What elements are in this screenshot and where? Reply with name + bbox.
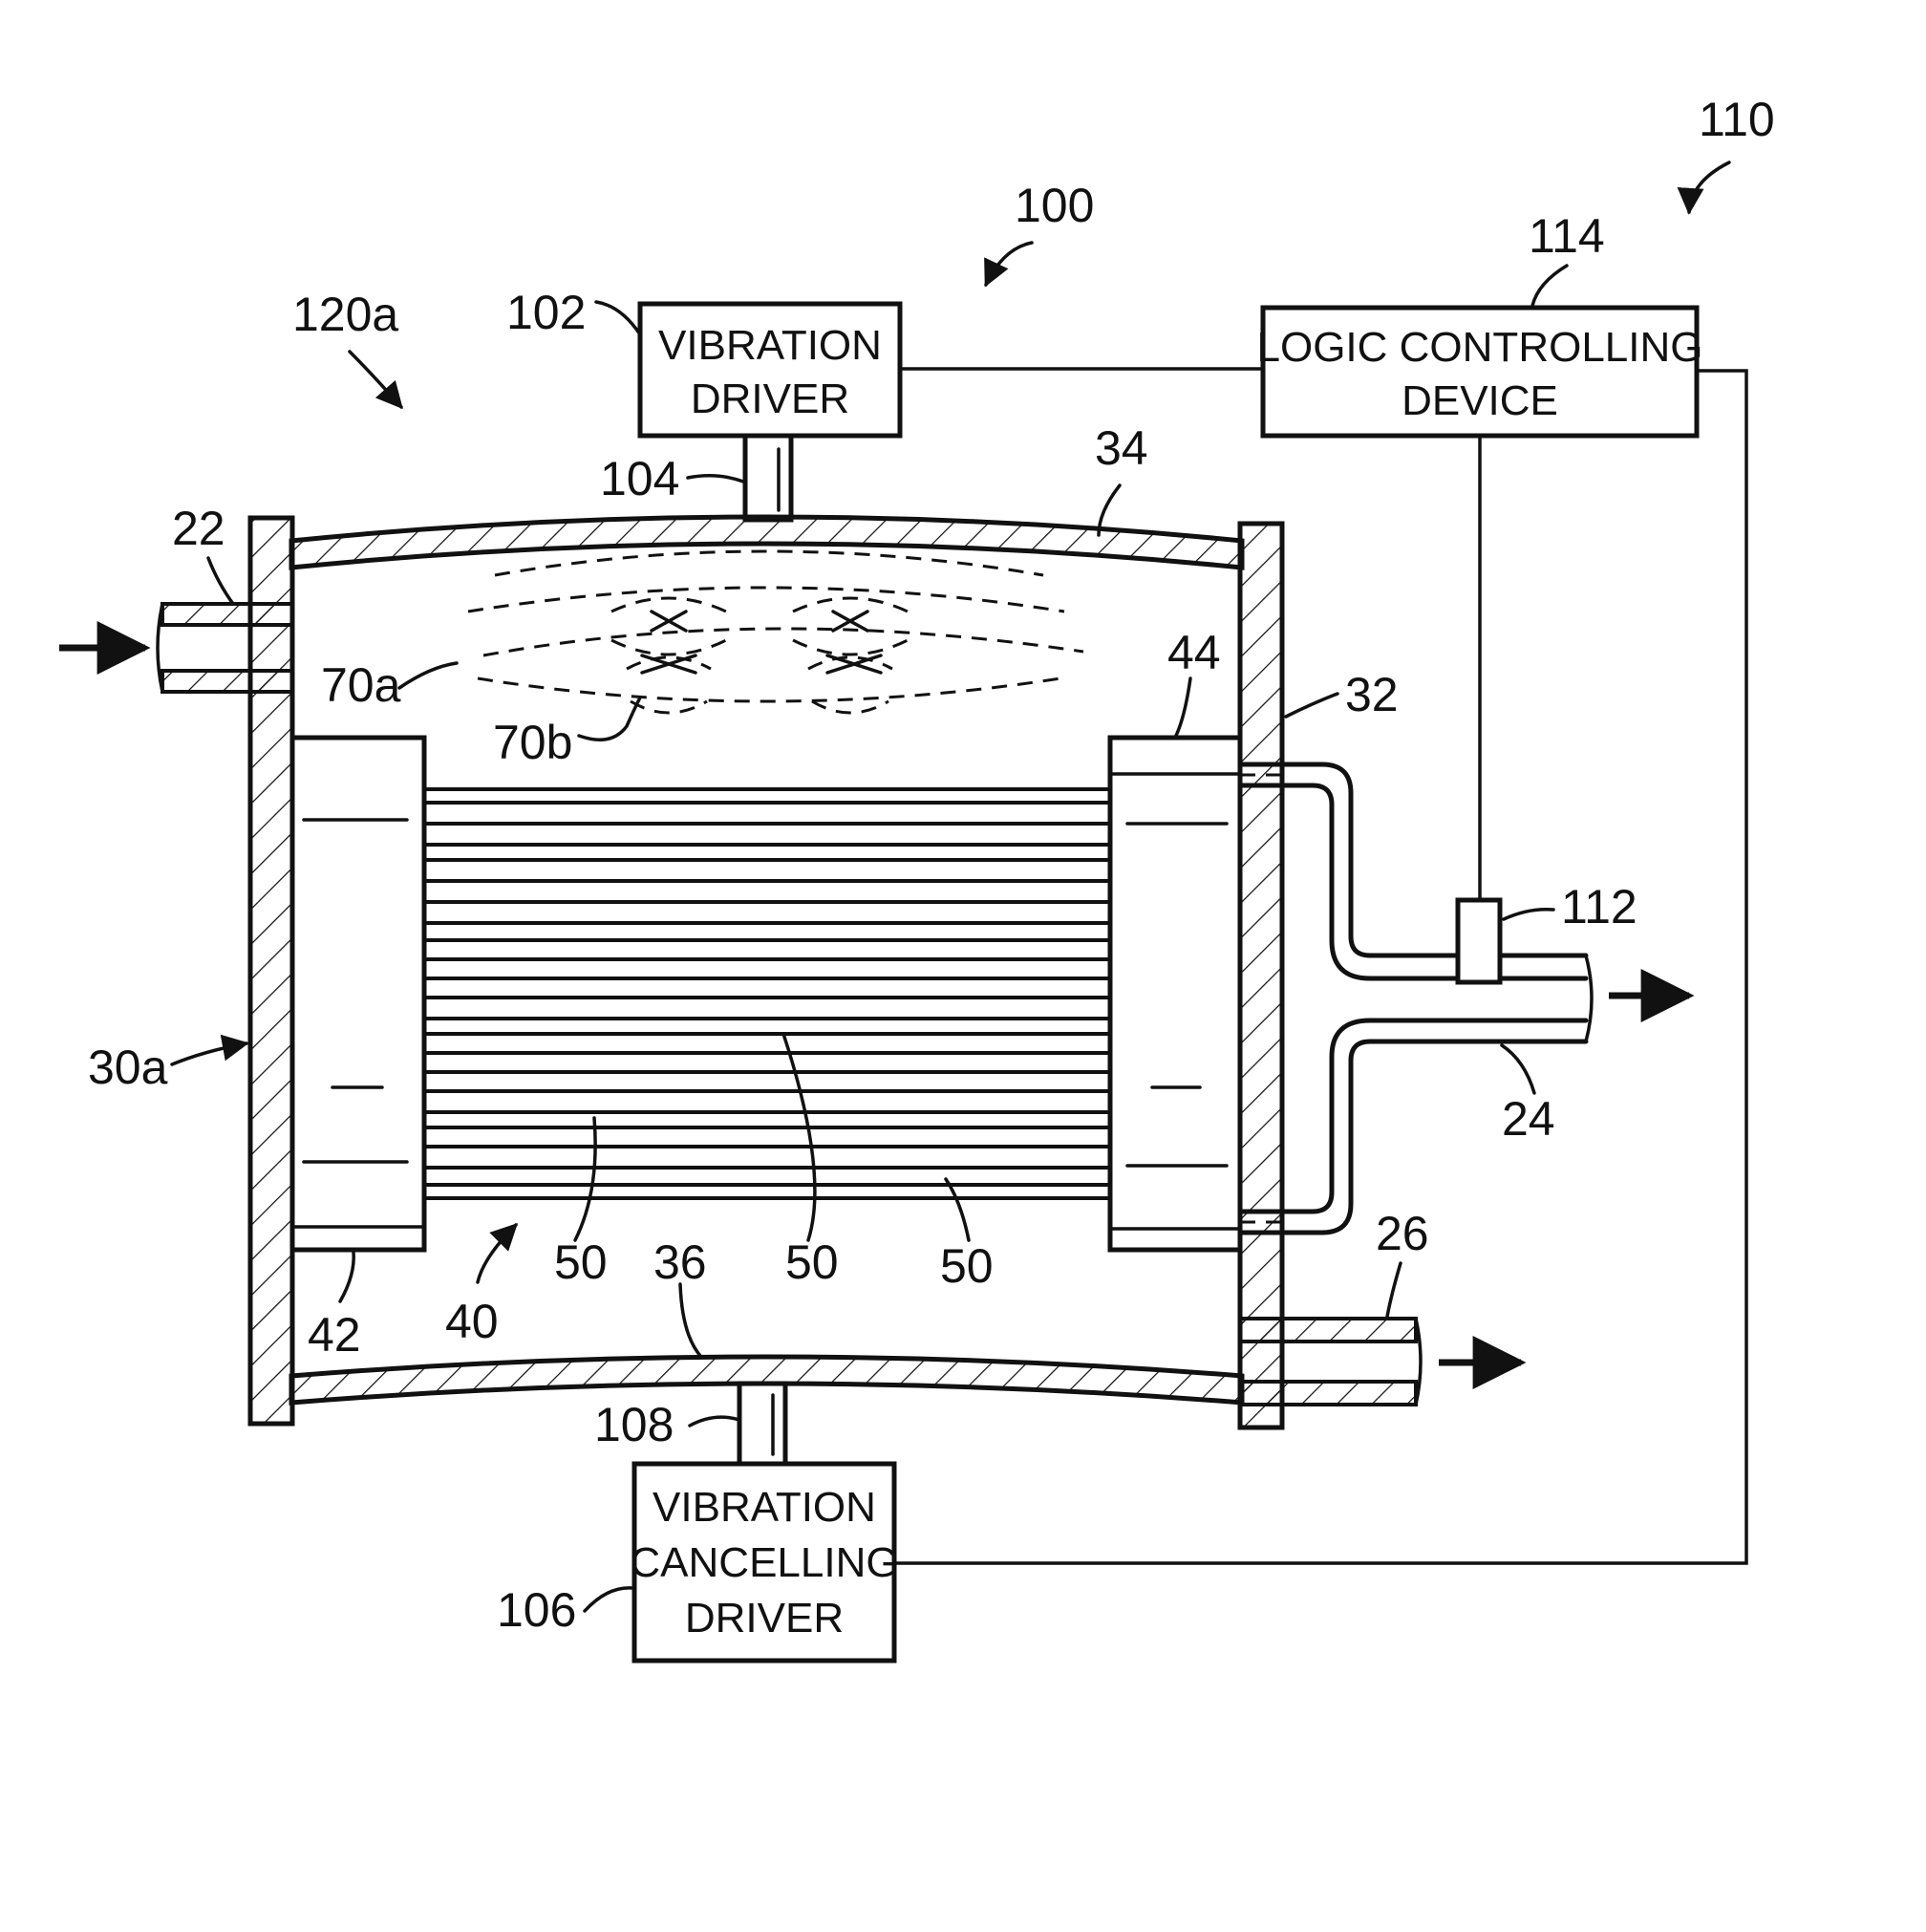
right-end-plate-32: [1240, 524, 1282, 1428]
sensor-112: [1458, 900, 1500, 982]
label-42: 42: [308, 1308, 361, 1362]
label-32: 32: [1345, 668, 1399, 721]
label-100: 100: [1015, 179, 1094, 232]
logic-device-line1: LOGIC CONTROLLING: [1257, 324, 1703, 371]
potting-44: [1110, 738, 1240, 1250]
vibration-driver-line1: VIBRATION: [658, 322, 882, 369]
label-110: 110: [1699, 93, 1775, 146]
label-120a: 120a: [292, 288, 398, 341]
label-50-center: 50: [785, 1235, 839, 1289]
logic-controlling-device-block: LOGIC CONTROLLING DEVICE: [1257, 308, 1703, 436]
label-106: 106: [497, 1583, 576, 1637]
label-114: 114: [1529, 209, 1605, 263]
label-112: 112: [1561, 880, 1637, 934]
fiber-bundle-50: [424, 789, 1110, 1198]
label-44: 44: [1167, 626, 1221, 679]
vibration-driver-line2: DRIVER: [691, 376, 849, 422]
label-104: 104: [600, 452, 679, 505]
label-26: 26: [1376, 1207, 1429, 1260]
coupling-rod-108: [739, 1384, 785, 1464]
acoustic-waves-70a: [468, 551, 1083, 701]
label-34: 34: [1095, 421, 1148, 475]
cancelling-driver-line2: CANCELLING: [630, 1539, 898, 1586]
label-22: 22: [172, 502, 225, 555]
cancelling-driver-line1: VIBRATION: [653, 1484, 876, 1531]
label-30a: 30a: [88, 1041, 168, 1094]
permeate-pipe-24: [1240, 764, 1592, 1233]
potting-42: [292, 738, 424, 1250]
label-40: 40: [445, 1295, 499, 1348]
label-108: 108: [594, 1398, 674, 1451]
interference-pattern-70b: [611, 598, 908, 713]
vibration-driver-block: VIBRATION DRIVER: [640, 304, 900, 436]
left-end-plate-30a: [250, 518, 292, 1424]
label-50-right: 50: [940, 1239, 994, 1293]
label-24: 24: [1502, 1092, 1555, 1146]
cancelling-driver-line3: DRIVER: [685, 1595, 844, 1642]
coupling-rod-104: [745, 436, 791, 520]
label-70b: 70b: [493, 716, 572, 769]
label-36: 36: [653, 1235, 707, 1289]
label-50-left: 50: [554, 1235, 608, 1289]
logic-device-line2: DEVICE: [1402, 377, 1558, 424]
vibration-cancelling-driver-block: VIBRATION CANCELLING DRIVER: [630, 1464, 898, 1661]
label-102: 102: [506, 286, 586, 339]
label-70a: 70a: [321, 658, 401, 712]
